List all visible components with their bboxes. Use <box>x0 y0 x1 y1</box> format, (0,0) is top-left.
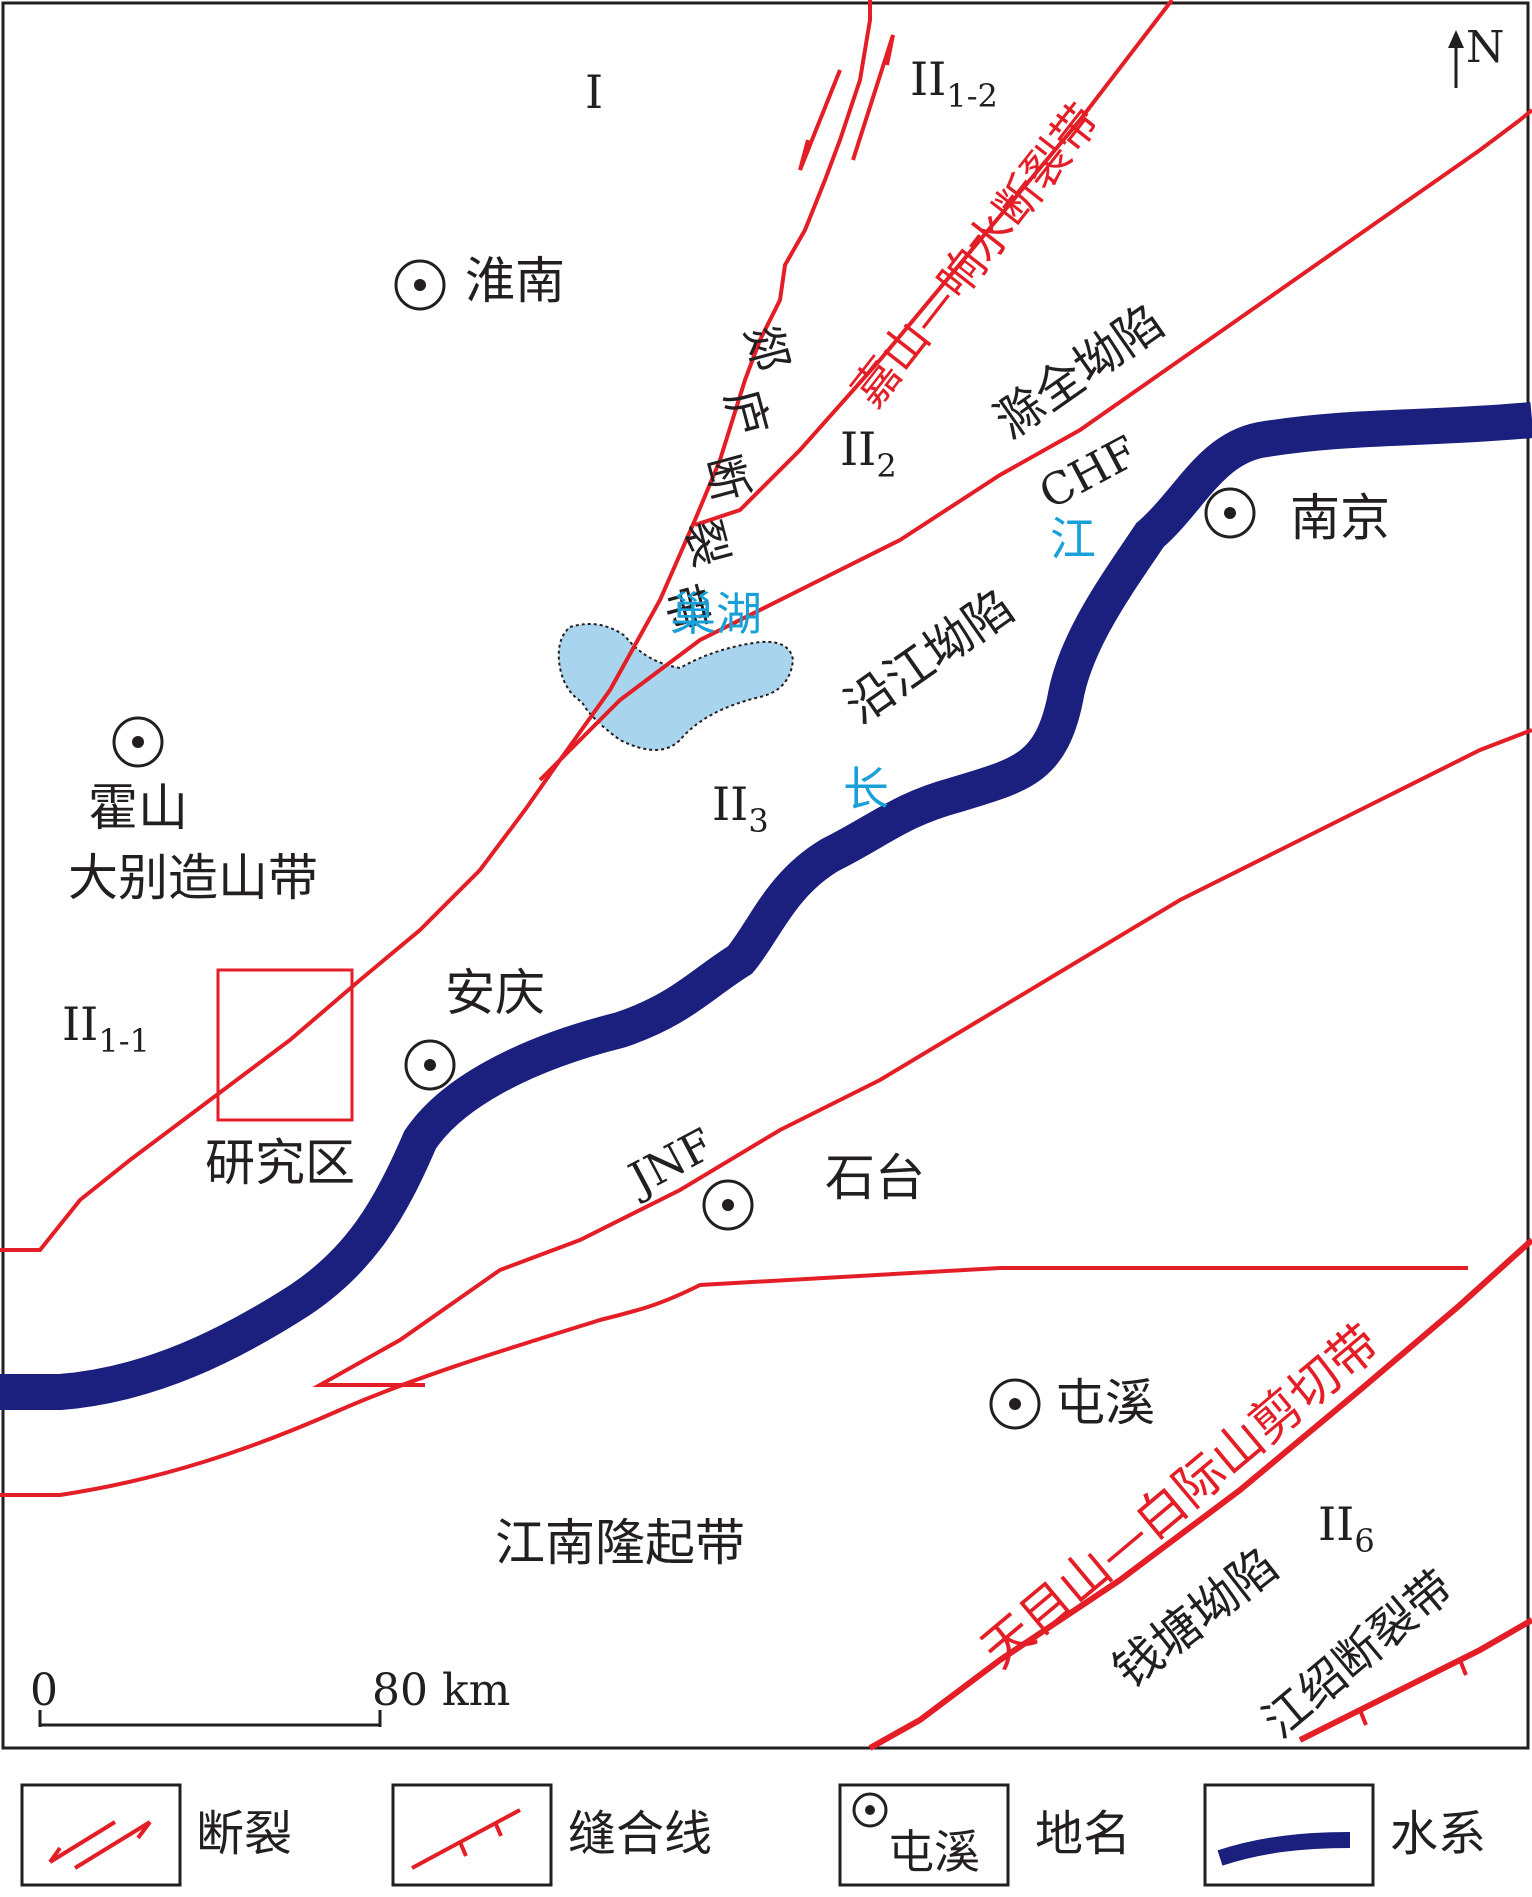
legend-suture-box <box>391 1783 553 1887</box>
fault-arrow-left <box>798 69 842 171</box>
yangtze-river <box>0 402 1532 1410</box>
legend-suture-label: 缝合线 <box>568 1806 712 1862</box>
jiangshao-label: 江绍断裂带 <box>1252 1559 1463 1748</box>
chf-label: CHF <box>1031 427 1146 520</box>
north-label: N <box>1466 22 1505 73</box>
region-II12: II1-2 <box>910 52 998 115</box>
marker-nanjing <box>1204 487 1256 539</box>
region-I: I <box>585 65 603 119</box>
legend-place-box <box>838 1783 1010 1887</box>
unit-dabie: 大别造山带 <box>68 849 318 907</box>
jiashan-fault <box>694 0 1174 527</box>
legend-water-box <box>1203 1783 1375 1887</box>
legend-fault-icon <box>48 1820 152 1870</box>
chf-fault <box>538 108 1532 782</box>
unit-study-area: 研究区 <box>205 1134 355 1192</box>
tianmu-shear <box>868 1237 1532 1751</box>
place-huoshan: 霍山 <box>88 779 188 837</box>
legend-fault-box <box>20 1783 182 1887</box>
legend-water-label: 水系 <box>1390 1806 1486 1862</box>
suture-ticks <box>1358 1659 1468 1726</box>
water-jiang: 江 <box>1050 512 1096 566</box>
north-arrowhead <box>1448 30 1464 48</box>
marker-tunxi <box>989 1378 1041 1430</box>
region-II2: II2 <box>840 422 897 485</box>
svg-text:80 km: 80 km <box>372 1665 510 1716</box>
legend-place-sample: 屯溪 <box>888 1825 980 1879</box>
legend-suture-icon <box>411 1808 521 1870</box>
water-chaohu: 巢湖 <box>670 587 762 641</box>
place-shitai: 石台 <box>825 1149 925 1207</box>
svg-text:裂: 裂 <box>674 514 738 572</box>
scale-bar: 0 80 km <box>30 1665 510 1727</box>
unit-jiangnan: 江南隆起带 <box>495 1514 745 1572</box>
place-huainan: 淮南 <box>465 252 565 310</box>
water-chang: 长 <box>843 762 889 816</box>
chaohu-lake <box>557 623 795 751</box>
region-II3: II3 <box>712 777 769 840</box>
legend-fault-label: 断裂 <box>196 1806 292 1862</box>
marker-anqing <box>404 1039 456 1091</box>
svg-text:0: 0 <box>30 1665 58 1716</box>
map-frame <box>1 1 1530 1750</box>
fault-arrowhead-right <box>885 34 895 66</box>
region-II6: II6 <box>1318 1497 1375 1560</box>
tanlu-fault <box>0 0 872 1252</box>
jiangshao-fault <box>1298 1617 1532 1743</box>
marker-huoshan <box>112 716 164 768</box>
legend-water-icon <box>1217 1832 1351 1866</box>
legend: 断裂 缝合线 屯溪 地名 水系 <box>20 1783 1486 1887</box>
middle-suture <box>0 1266 1468 1497</box>
legend-place-label: 地名 <box>1035 1806 1131 1862</box>
fault-arrow-right <box>851 34 895 161</box>
svg-text:庐: 庐 <box>714 384 778 442</box>
unit-chuquan: 滁全坳陷 <box>985 294 1174 450</box>
unit-yanjiang: 沿江坳陷 <box>835 579 1024 735</box>
place-tunxi: 屯溪 <box>1055 1374 1155 1432</box>
place-markers <box>112 259 1256 1430</box>
marker-shitai <box>702 1179 754 1231</box>
marker-huainan <box>394 259 446 311</box>
place-nanjing: 南京 <box>1290 489 1390 547</box>
study-area-box <box>216 968 354 1122</box>
fault-arrowhead-left <box>798 139 810 171</box>
fault-lines <box>0 0 1532 1751</box>
region-II11: II1-1 <box>62 997 150 1060</box>
place-anqing: 安庆 <box>445 964 545 1022</box>
svg-text:郯: 郯 <box>734 319 798 377</box>
jnf-fault <box>312 728 1532 1387</box>
